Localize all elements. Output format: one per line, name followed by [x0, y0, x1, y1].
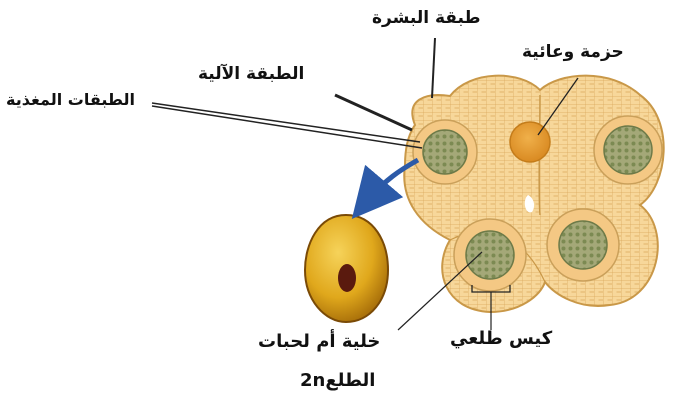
label-pollen-mother-cell-line1: خلية أم لحبات — [258, 333, 380, 351]
pollen-sac-bottom-left — [466, 231, 514, 279]
leader-nutritive-1 — [152, 103, 420, 142]
label-vascular-bundle: حزمة وعائية — [522, 44, 624, 61]
label-mechanical-layer: الطبقة الآلية — [198, 66, 304, 83]
vascular-bundle — [510, 122, 550, 162]
pollen-sac-top-right — [604, 126, 652, 174]
nucleus — [338, 264, 356, 292]
anther-body — [404, 76, 663, 312]
pollen-sac-bottom-right — [559, 221, 607, 269]
label-pollen-mother-cell-line2: الطلع2n — [300, 372, 375, 390]
pollen-mother-cell — [305, 215, 388, 322]
label-nutritive-layers: الطبقات المغذية — [6, 92, 135, 108]
label-epidermis: طبقة البشرة — [372, 10, 480, 27]
leader-mechanical — [335, 95, 412, 130]
label-pollen-sac: كيس طلعي — [450, 330, 552, 348]
leader-nutritive-2 — [152, 106, 422, 148]
pollen-sac-top-left — [423, 130, 467, 174]
leader-epidermis — [432, 38, 435, 98]
